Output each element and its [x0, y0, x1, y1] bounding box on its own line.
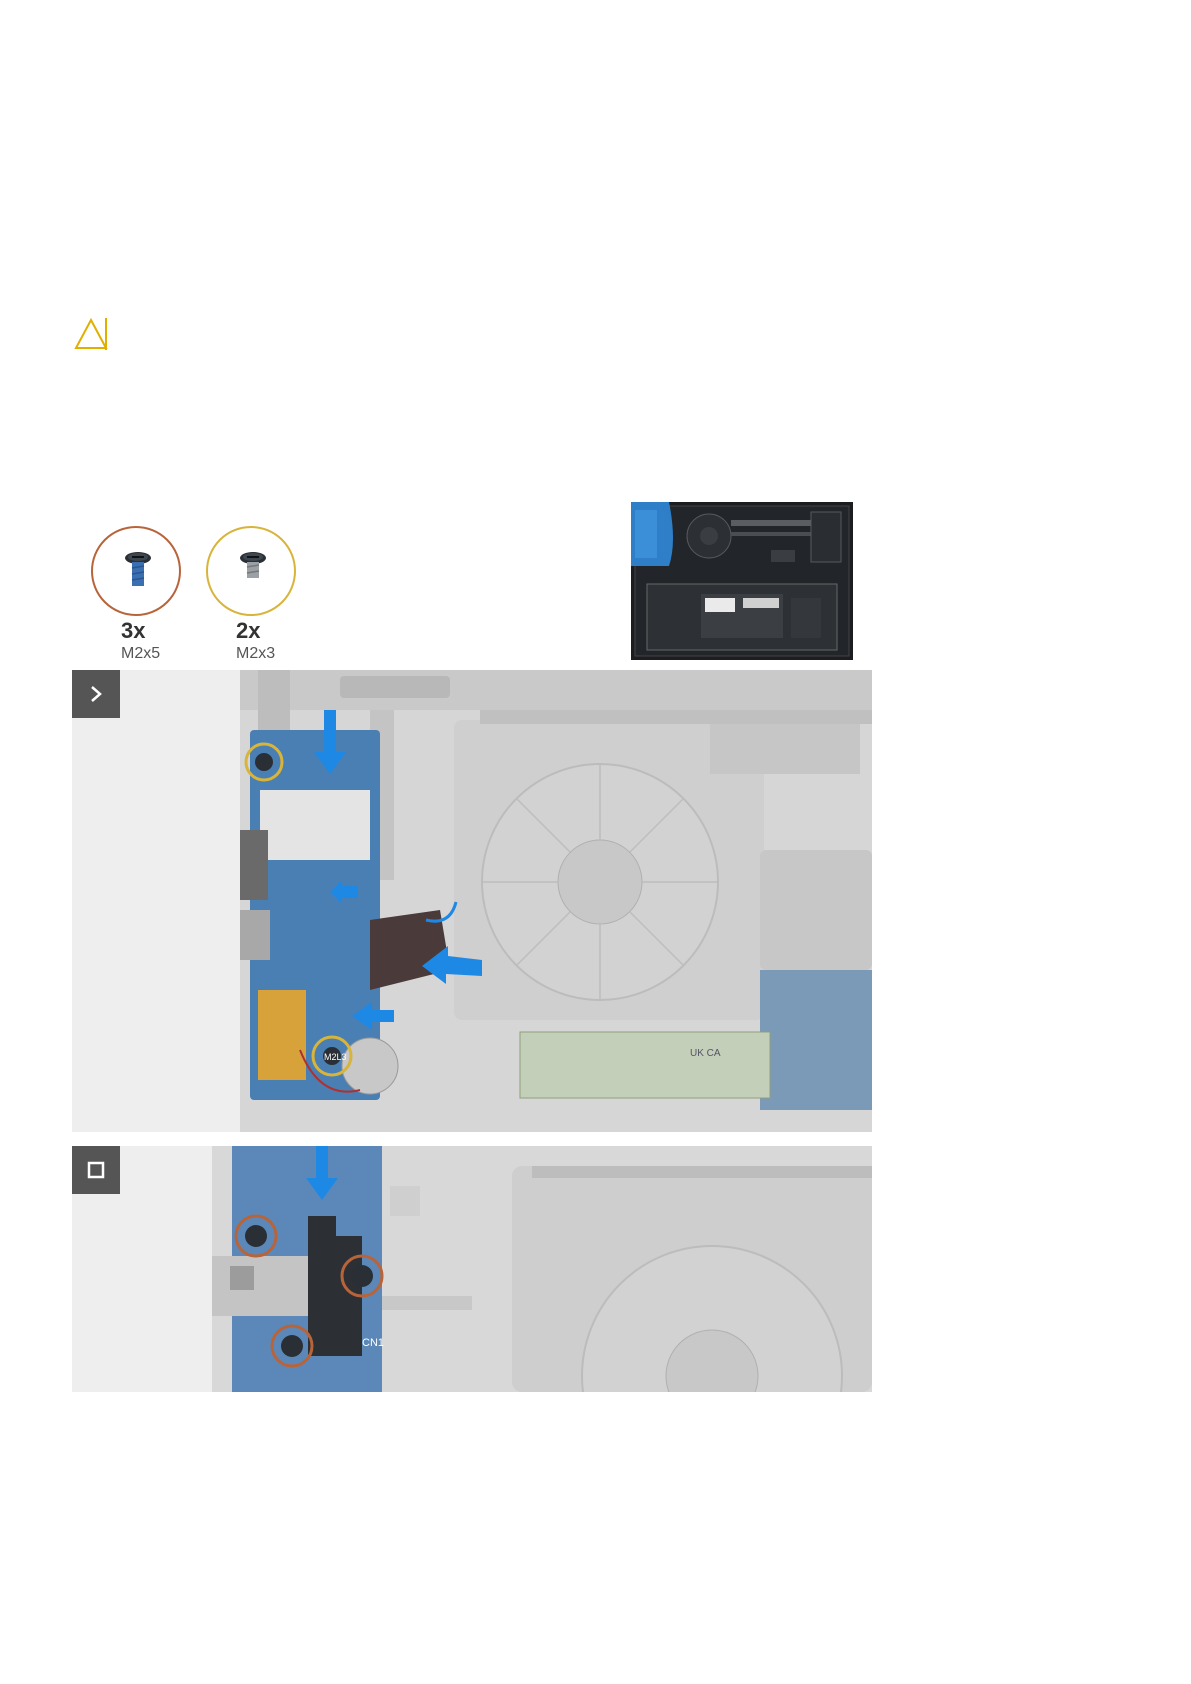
chevron-right-icon [86, 684, 106, 704]
step-2-photo: CN1 [212, 1146, 872, 1392]
step-1-panel: M2L3 UK CA [72, 670, 872, 1132]
step-1-photo: M2L3 UK CA [240, 670, 872, 1132]
step-1-badge [72, 670, 120, 718]
ssd-marks-label: UK CA [690, 1048, 721, 1059]
screw-m2x3-legend [206, 526, 296, 616]
screw-count-m2x5: 3x [121, 620, 145, 642]
screw-size-m2x5: M2x5 [121, 645, 160, 663]
screw-icon [120, 550, 156, 596]
caution-triangle-icon [74, 316, 108, 350]
stop-square-icon [86, 1160, 106, 1180]
laptop-overview-image [631, 502, 853, 660]
m2l3-label: M2L3 [324, 1052, 347, 1062]
step-2-panel: CN1 [72, 1146, 872, 1392]
screw-size-m2x3: M2x3 [236, 645, 275, 663]
screw-m2x5-legend [91, 526, 181, 616]
cn1-label: CN1 [362, 1337, 384, 1349]
screw-icon [235, 550, 271, 596]
step-2-badge [72, 1146, 120, 1194]
screw-count-m2x3: 2x [236, 620, 260, 642]
